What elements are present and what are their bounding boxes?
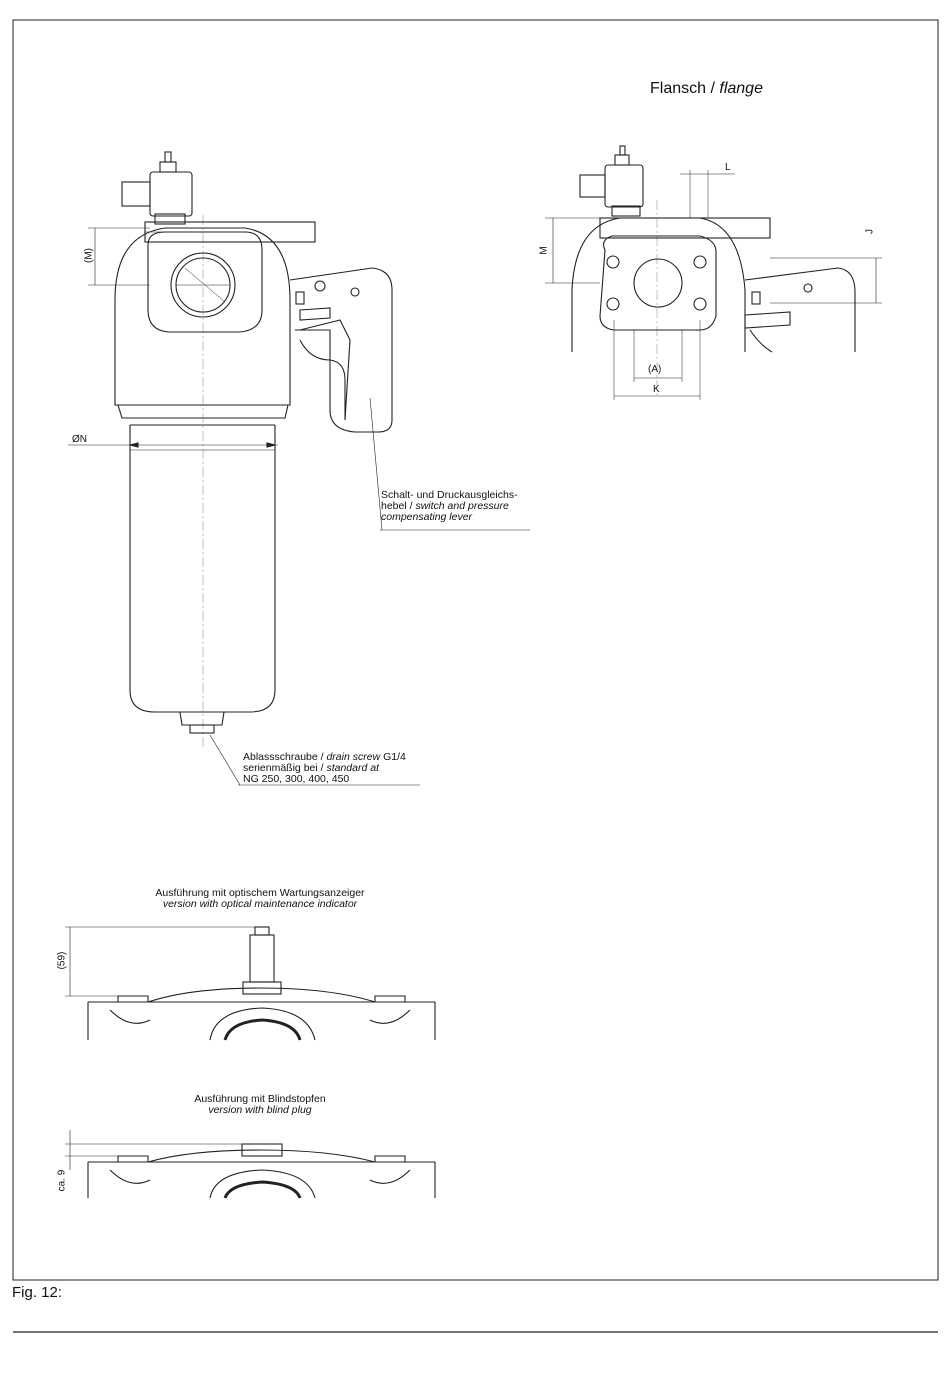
dim-59: (59): [56, 951, 68, 970]
drawing-frame: [12, 19, 939, 1281]
dim-l: L: [725, 162, 731, 173]
dim-m: M: [538, 246, 550, 255]
blind-plug-title-de: Ausführung mit Blindstopfen: [194, 1093, 326, 1105]
drain-screw-label: Ablassschraube / drain screw G1/4 serien…: [243, 752, 406, 785]
optical-indicator-title: Ausführung mit optischem Wartungsanzeige…: [110, 888, 410, 910]
drain-label-line2: serienmäßig bei / standard at: [243, 762, 379, 774]
blind-plug-title: Ausführung mit Blindstopfen version with…: [110, 1094, 410, 1116]
optical-indicator-detail: [65, 926, 436, 1041]
drain-label-line1: Ablassschraube / drain screw G1/4: [243, 751, 406, 763]
optical-indicator-title-de: Ausführung mit optischem Wartungsanzeige…: [155, 887, 365, 899]
dim-ca-9: ca. 9: [56, 1169, 68, 1192]
flange-view: [545, 145, 882, 400]
flange-title-sep: /: [706, 80, 720, 97]
dim-a: (A): [648, 364, 662, 375]
optical-indicator-title-en: version with optical maintenance indicat…: [162, 898, 358, 910]
blind-plug-detail: [65, 1130, 436, 1199]
lever-label: Schalt- und Druckausgleichs- hebel / swi…: [381, 490, 518, 523]
lever-label-line3: compensating lever: [381, 511, 473, 523]
flange-title-en: flange: [719, 80, 763, 97]
flange-title: Flansch / flange: [650, 80, 763, 98]
dim-k: K: [653, 384, 660, 395]
main-filter-view: [68, 151, 393, 750]
dim-n: ØN: [72, 434, 87, 445]
dim-j: J: [864, 229, 876, 234]
leader-lines: [209, 397, 530, 786]
dim-m-paren: (M): [83, 248, 95, 263]
flange-title-de: Flansch: [650, 80, 707, 97]
drain-label-line3: NG 250, 300, 400, 450: [243, 773, 350, 785]
lever-label-line2: hebel / switch and pressure: [381, 500, 509, 512]
lever-label-line1: Schalt- und Druckausgleichs-: [381, 489, 518, 501]
blind-plug-title-en: version with blind plug: [208, 1104, 312, 1116]
figure-caption: Fig. 12:: [12, 1284, 63, 1301]
